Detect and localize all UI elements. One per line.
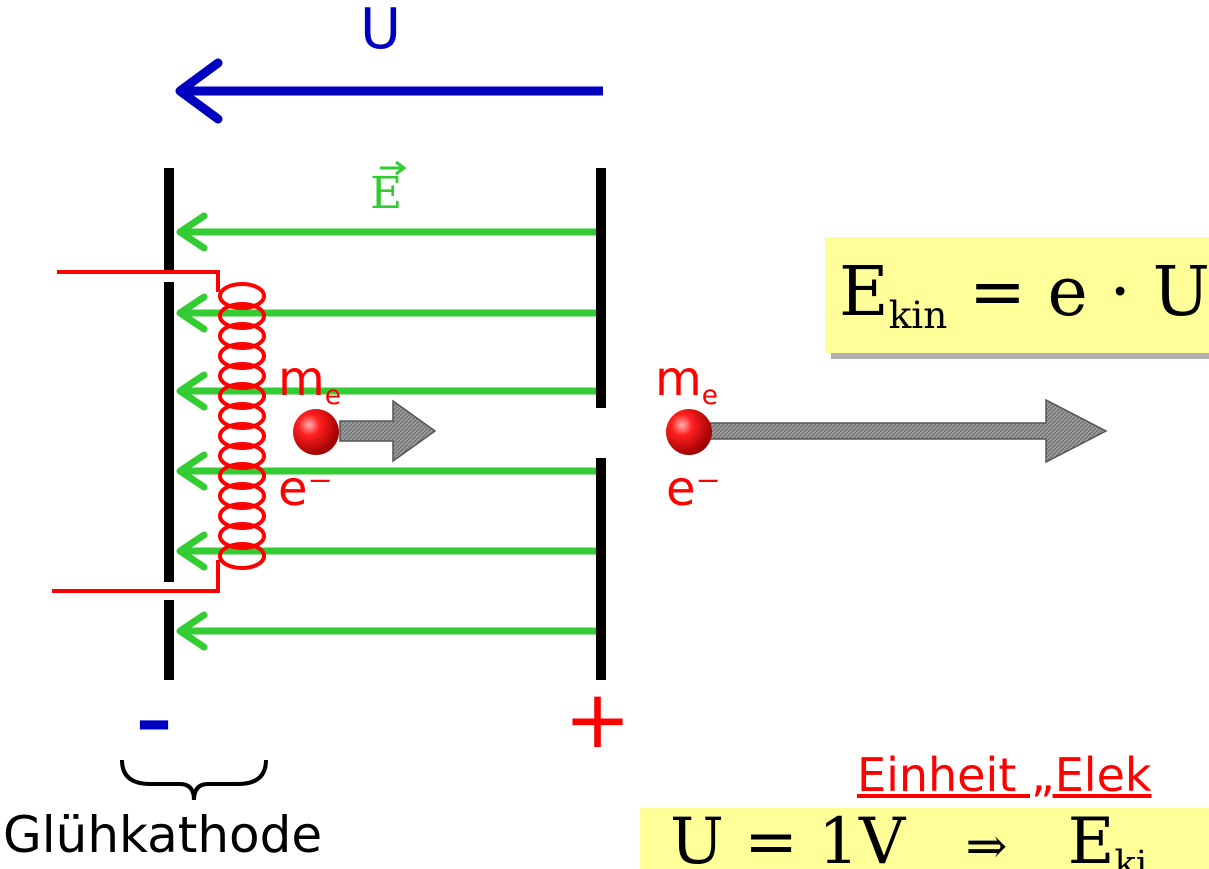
electron-mass-right: me <box>655 355 718 410</box>
coil-loop <box>218 282 266 310</box>
filament-wires <box>52 270 220 593</box>
coil-loop <box>218 402 266 430</box>
coil-loop <box>218 542 266 570</box>
coil-loop <box>218 442 266 470</box>
voltage-label: U <box>360 0 401 62</box>
field-line-arrowhead <box>176 451 208 491</box>
unit-formula: U = 1V ⇒ Eki <box>640 808 1209 869</box>
coil-loop <box>218 322 266 350</box>
cathode-label: Glühkathode <box>3 806 323 864</box>
electron-ball <box>666 409 712 455</box>
unit-formula-rhs: E <box>1067 808 1115 869</box>
electron-right <box>666 398 1108 464</box>
coil-loop <box>218 362 266 390</box>
field-lines <box>176 212 600 651</box>
coil-loop <box>218 342 266 370</box>
coil-loop <box>218 522 266 550</box>
electron-ball <box>293 409 339 455</box>
anode-polarity: + <box>564 673 632 766</box>
cathode-polarity: – <box>136 678 172 762</box>
formula-rhs: = e · U <box>968 253 1209 332</box>
vector-arrow-icon <box>380 160 407 176</box>
field-line-arrowhead <box>176 371 208 411</box>
mass-symbol: m <box>655 351 702 407</box>
mass-symbol: m <box>278 351 325 407</box>
voltage-arrow <box>175 58 603 124</box>
unit-formula-rhs-sub: ki <box>1114 843 1148 869</box>
field-line-arrowhead <box>176 531 208 571</box>
field-symbol: E <box>370 168 403 219</box>
velocity-arrow-large <box>704 398 1108 464</box>
mass-subscript: e <box>701 380 719 412</box>
field-line-arrowhead <box>176 293 208 333</box>
formula-lhs: E <box>839 253 889 332</box>
coil-loop <box>218 422 266 450</box>
electron-mass-left: me <box>278 355 341 410</box>
cathode-brace <box>120 759 268 801</box>
coil-loop <box>218 302 266 330</box>
coil-loop <box>218 502 266 530</box>
mass-subscript: e <box>324 380 342 412</box>
field-line-arrowhead <box>176 611 208 651</box>
filament-coil <box>218 282 266 570</box>
electron-charge-right: e⁻ <box>666 461 721 517</box>
field-label: E <box>370 150 414 220</box>
electron-charge-left: e⁻ <box>278 461 333 517</box>
kinetic-energy-formula: Ekin = e · U <box>825 237 1209 353</box>
unit-heading: Einheit „Elek <box>857 748 1152 802</box>
implies-icon: ⇒ <box>965 817 1008 869</box>
coil-loop <box>218 482 266 510</box>
coil-loop <box>218 382 266 410</box>
formula-lhs-sub: kin <box>888 293 948 338</box>
velocity-arrow-small <box>339 399 437 463</box>
electron-left <box>293 399 437 463</box>
field-line-arrowhead <box>176 212 208 252</box>
unit-formula-lhs: U = 1V <box>670 808 906 869</box>
coil-loop <box>218 462 266 490</box>
